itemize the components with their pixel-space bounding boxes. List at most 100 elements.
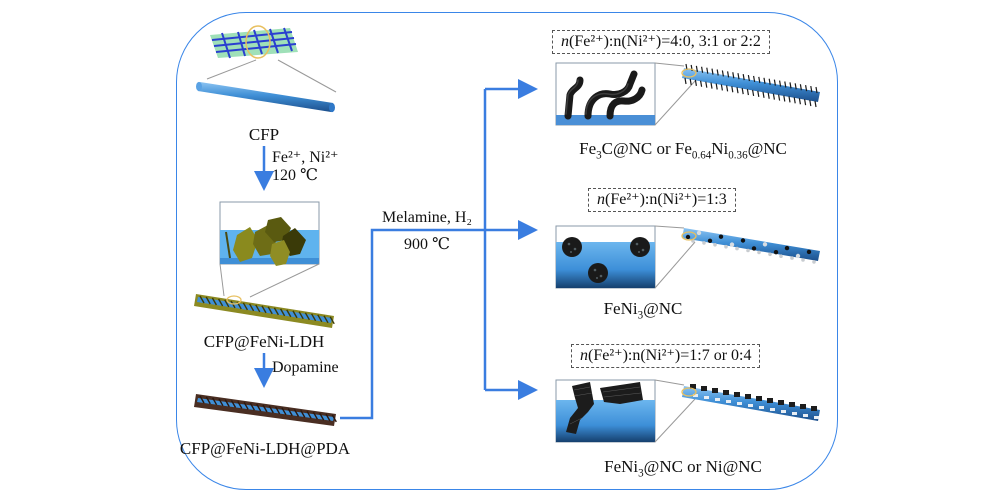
cnt-spike <box>715 83 718 90</box>
pda-texture <box>262 404 268 413</box>
product-label-branch-2: FeNi3@NC <box>603 299 683 321</box>
product-text: @NC <box>643 299 683 318</box>
nanosheet-block <box>745 394 751 399</box>
nanoparticle-dot <box>713 243 717 247</box>
cnt-spike <box>779 80 782 87</box>
stage-label-cfp-ldh-pda: CFP@FeNi-LDH@PDA <box>179 439 351 458</box>
product-text: Fe <box>579 139 597 158</box>
product-text: @NC or Ni@NC <box>643 457 762 476</box>
ratio-n-symbol: n <box>561 33 569 50</box>
nanosheet-block <box>759 406 764 409</box>
zoom-guide-lines-b1 <box>654 62 696 126</box>
ldh-texture <box>199 295 205 304</box>
ratio-text: (Fe²⁺):n(Ni²⁺)=1:7 or 0:4 <box>588 347 752 364</box>
cnt-spike <box>706 67 709 74</box>
cnt-spike <box>788 96 791 103</box>
cnt-spike <box>772 93 775 100</box>
ratio-n-symbol: n <box>597 191 605 208</box>
cnt-spike <box>783 95 786 102</box>
product-text: C@NC or Fe <box>601 139 692 158</box>
pda-texture <box>230 400 237 408</box>
cnt-spike <box>815 86 818 94</box>
cnt-spike <box>716 69 719 76</box>
nanosheet-block <box>767 398 773 403</box>
pda-texture <box>268 405 274 414</box>
ldh-texture <box>242 302 249 311</box>
nanoparticle-dot <box>757 250 761 255</box>
nanoparticle-dot <box>768 252 772 257</box>
ldh-texture <box>267 306 273 315</box>
product-subscript: 3 <box>638 467 644 480</box>
nanoparticle-dot <box>812 260 816 264</box>
cnt-spike <box>778 94 781 101</box>
cnt-spike <box>767 92 770 99</box>
carbon-fiber-icon <box>196 81 335 113</box>
cnt-spike <box>684 77 687 85</box>
pda-texture <box>237 401 243 409</box>
cnt-spike <box>747 74 750 82</box>
cnt-spike <box>711 68 714 75</box>
product-text: FeNi <box>603 299 638 318</box>
product-subscript: 0.36 <box>728 149 748 162</box>
pda-texture <box>218 398 224 407</box>
pda-texture <box>224 399 230 407</box>
ratio-box-branch-2: n(Fe²⁺):n(Ni²⁺)=1:3 <box>588 188 736 213</box>
ldh-texture <box>279 308 286 317</box>
ldh-texture <box>224 299 230 308</box>
nanoparticle-inset-icon <box>555 225 656 289</box>
cnt-spike <box>700 80 703 87</box>
pda-texture <box>300 410 306 418</box>
product-text: Ni <box>711 139 729 158</box>
ldh-texture <box>310 313 317 322</box>
cnt-spike <box>793 97 796 104</box>
pda-texture <box>325 413 331 422</box>
ldh-texture <box>329 316 335 325</box>
cnt-spike <box>809 99 812 107</box>
ldh-texture <box>248 303 255 312</box>
nanosheet-block <box>693 394 698 397</box>
cnt-spike <box>758 76 761 83</box>
ldh-texture <box>255 304 261 313</box>
ldh-texture <box>273 307 280 316</box>
flow-connector-main <box>340 228 485 420</box>
nanosheet-block <box>704 396 709 399</box>
ratio-text: (Fe²⁺):n(Ni²⁺)=1:3 <box>605 191 727 208</box>
nanoparticle-dot <box>790 256 794 260</box>
nanoparticle-coated-fiber-icon <box>681 228 820 264</box>
nanosheet-block <box>811 406 817 411</box>
nanoparticle-dot <box>696 230 702 236</box>
carbon-fiber-paper-icon <box>210 25 298 59</box>
cnt-spike <box>727 71 730 78</box>
product-label-branch-3: FeNi3@NC or Ni@NC <box>604 457 762 479</box>
step1-temperature: 120 ℃ <box>272 167 318 184</box>
nanosheet-block <box>792 412 797 415</box>
pda-texture <box>274 406 281 415</box>
zoom-guide-lines-b3 <box>654 379 696 443</box>
nanoparticle-dot <box>784 245 790 251</box>
pda-texture <box>287 408 293 416</box>
nanosheet-block <box>712 388 718 393</box>
ldh-texture <box>205 296 211 305</box>
nanosheet-block <box>803 414 808 417</box>
pda-texture <box>281 407 287 416</box>
ldh-texture <box>286 309 292 318</box>
nanosheet-inset-icon <box>555 379 656 443</box>
pda-texture <box>243 401 249 410</box>
pda-texture <box>211 397 218 406</box>
nanosheet-block <box>814 416 819 419</box>
product-text: FeNi <box>604 457 639 476</box>
nanoparticle-dot <box>773 250 779 255</box>
product-text: @NC <box>747 139 787 158</box>
cnt-spike <box>784 81 787 88</box>
nanosheet-coated-fiber-icon <box>681 384 820 421</box>
cnt-spike <box>773 79 776 86</box>
step2-reagents: Dopamine <box>272 359 339 376</box>
step1-reagents: Fe²⁺, Ni²⁺ <box>272 149 339 166</box>
pda-texture <box>256 403 262 412</box>
cnt-spike <box>701 66 704 73</box>
ratio-text: (Fe²⁺):n(Ni²⁺)=4:0, 3:1 or 2:2 <box>569 33 761 50</box>
cnt-spike <box>732 72 735 79</box>
nanosheet-block <box>701 386 707 391</box>
cnt-spike <box>804 99 807 106</box>
zoom-guide-lines <box>206 59 337 93</box>
